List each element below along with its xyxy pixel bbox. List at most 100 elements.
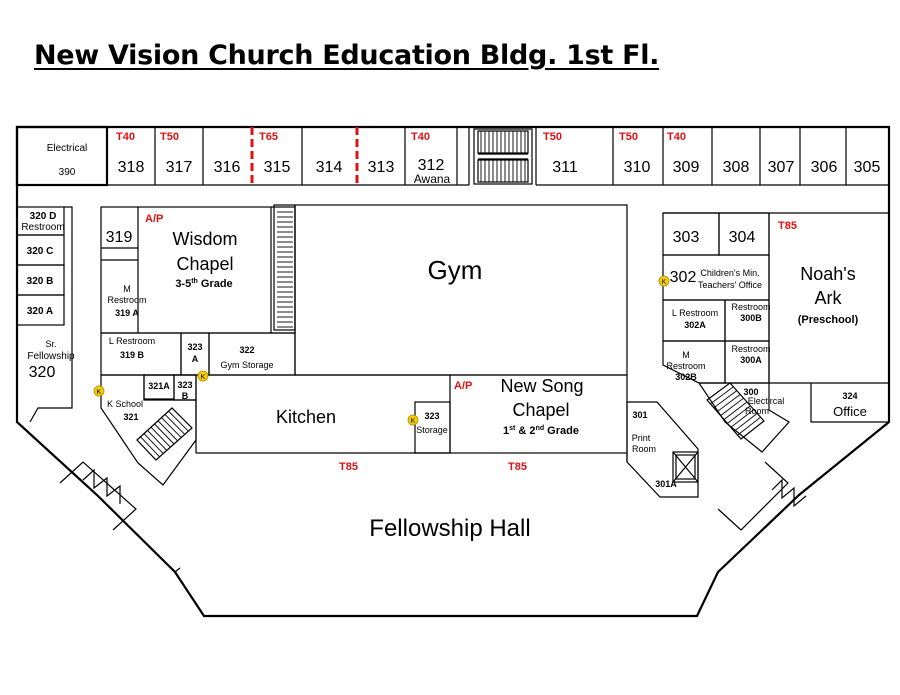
room-319a: 319 A <box>115 308 139 318</box>
top-row-rooms <box>15 125 889 187</box>
room-321: 321 <box>123 412 138 422</box>
room-324: 324 <box>842 391 857 401</box>
page-title: New Vision Church Education Bldg. 1st Fl… <box>34 40 660 71</box>
tag-t50-310: T50 <box>619 131 638 143</box>
room-304: 304 <box>729 229 756 246</box>
top-row-labels: Electrical 390 318 317 316 315 314 313 3… <box>47 143 881 186</box>
label-preschool: (Preschool) <box>798 314 859 326</box>
window-zigzags <box>59 461 807 531</box>
label-childrens-min: Children's Min. <box>700 268 759 278</box>
left-wing-rooms <box>16 206 73 423</box>
tag-t65-315: T65 <box>259 131 278 143</box>
left-wing-labels: 320 D Restroom 320 C 320 B 320 A Sr. Fel… <box>21 211 75 381</box>
label-new-song-chapel: Chapel <box>512 400 569 420</box>
room-320c: 320 C <box>27 246 54 257</box>
central-labels: 319 Wisdom Chapel 3-5th Grade M Restroom… <box>106 229 584 542</box>
room-323b-number: 323 <box>177 380 192 390</box>
room-320b: 320 B <box>27 276 54 287</box>
label-m-302b: M <box>682 350 690 360</box>
label-ark: Ark <box>815 288 843 308</box>
label-electircal: Electircal <box>748 396 785 406</box>
tag-t85-hall-left: T85 <box>339 461 358 473</box>
room-312: 312 <box>418 157 445 174</box>
label-storage: Storage <box>416 425 448 435</box>
label-fellowship: Fellowship <box>27 351 75 362</box>
stair-tread <box>710 386 734 405</box>
room-323a-letter: A <box>192 354 199 364</box>
room-313: 313 <box>368 159 395 176</box>
label-restroom-320d: Restroom <box>21 222 64 233</box>
label-restroom-300b: Restroom <box>731 302 770 312</box>
tag-t50-311: T50 <box>543 131 562 143</box>
room-301: 301 <box>632 410 647 420</box>
stair-tread <box>730 409 755 428</box>
room-303: 303 <box>673 229 700 246</box>
room-323: 323 <box>424 411 439 421</box>
stair-tread <box>723 401 748 420</box>
stairs-right <box>706 382 765 440</box>
room-306: 306 <box>811 159 838 176</box>
k-markers: K K K K <box>93 275 670 426</box>
tag-t85-noahs: T85 <box>778 220 797 232</box>
stair-tread <box>150 426 171 448</box>
room-300b: 300B <box>740 313 762 323</box>
label-kitchen: Kitchen <box>276 407 336 427</box>
room-320a: 320 A <box>27 306 53 317</box>
stair-tread <box>157 420 178 442</box>
stairs-top <box>473 128 533 185</box>
room-314: 314 <box>316 159 343 176</box>
label-grade-1-2: 1st & 2nd Grade <box>503 425 579 437</box>
label-m-319a: M <box>123 284 131 294</box>
label-restroom-300a: Restroom <box>731 344 770 354</box>
svg-text:K: K <box>662 279 667 286</box>
label-wisdom-chapel: Chapel <box>176 254 233 274</box>
room-319: 319 <box>106 229 133 246</box>
stair-tread <box>154 423 175 445</box>
room-315: 315 <box>264 159 291 176</box>
right-wing-rooms <box>626 212 890 498</box>
room-301a: 301A <box>655 479 677 489</box>
label-new-song: New Song <box>500 376 583 396</box>
outer-walls <box>15 125 891 618</box>
label-gym: Gym <box>428 255 483 285</box>
room-321a: 321A <box>148 381 170 391</box>
stairs-left <box>136 407 193 461</box>
tag-ap-wisdom: A/P <box>145 213 163 225</box>
stair-tread <box>733 413 758 432</box>
label-restroom-302b: Restroom <box>666 361 705 371</box>
room-320d: 320 D <box>30 211 57 222</box>
right-wing-labels: 303 304 302 Children's Min. Teachers' Of… <box>632 229 867 489</box>
stair-tread <box>164 414 186 435</box>
room-317: 317 <box>166 159 193 176</box>
svg-text:K: K <box>411 418 416 425</box>
label-teachers-office: Teachers' Office <box>698 280 762 290</box>
room-302b: 302B <box>675 372 697 382</box>
stair-tread <box>737 416 761 436</box>
stair-tread <box>161 417 182 438</box>
room-316: 316 <box>214 159 241 176</box>
room-302a: 302A <box>684 320 706 330</box>
label-noahs: Noah's <box>800 264 855 284</box>
room-302: 302 <box>670 269 697 286</box>
room-319b: 319 B <box>120 350 145 360</box>
room-311: 311 <box>552 159 578 176</box>
label-room-300: Room <box>745 406 769 416</box>
label-grade-3-5: 3-5th Grade <box>175 278 232 290</box>
label-gym-storage: Gym Storage <box>220 360 273 370</box>
room-305: 305 <box>854 159 881 176</box>
tag-t40-312: T40 <box>411 131 430 143</box>
label-room-301: Room <box>632 444 656 454</box>
tag-t50-317: T50 <box>160 131 179 143</box>
red-tags: T40 T50 T65 T40 T50 T50 T40 T85 A/P A/P … <box>116 131 797 473</box>
room-320: 320 <box>29 364 56 381</box>
stair-tread <box>168 410 189 432</box>
room-323b-letter: B <box>182 391 189 401</box>
label-390: 390 <box>59 167 76 178</box>
stair-tread <box>143 433 164 454</box>
room-300a: 300A <box>740 355 762 365</box>
fellowship-hall-walls <box>174 453 628 617</box>
label-office: Office <box>833 404 867 419</box>
label-restroom-319a: Restroom <box>107 295 146 305</box>
tag-t40-318: T40 <box>116 131 135 143</box>
